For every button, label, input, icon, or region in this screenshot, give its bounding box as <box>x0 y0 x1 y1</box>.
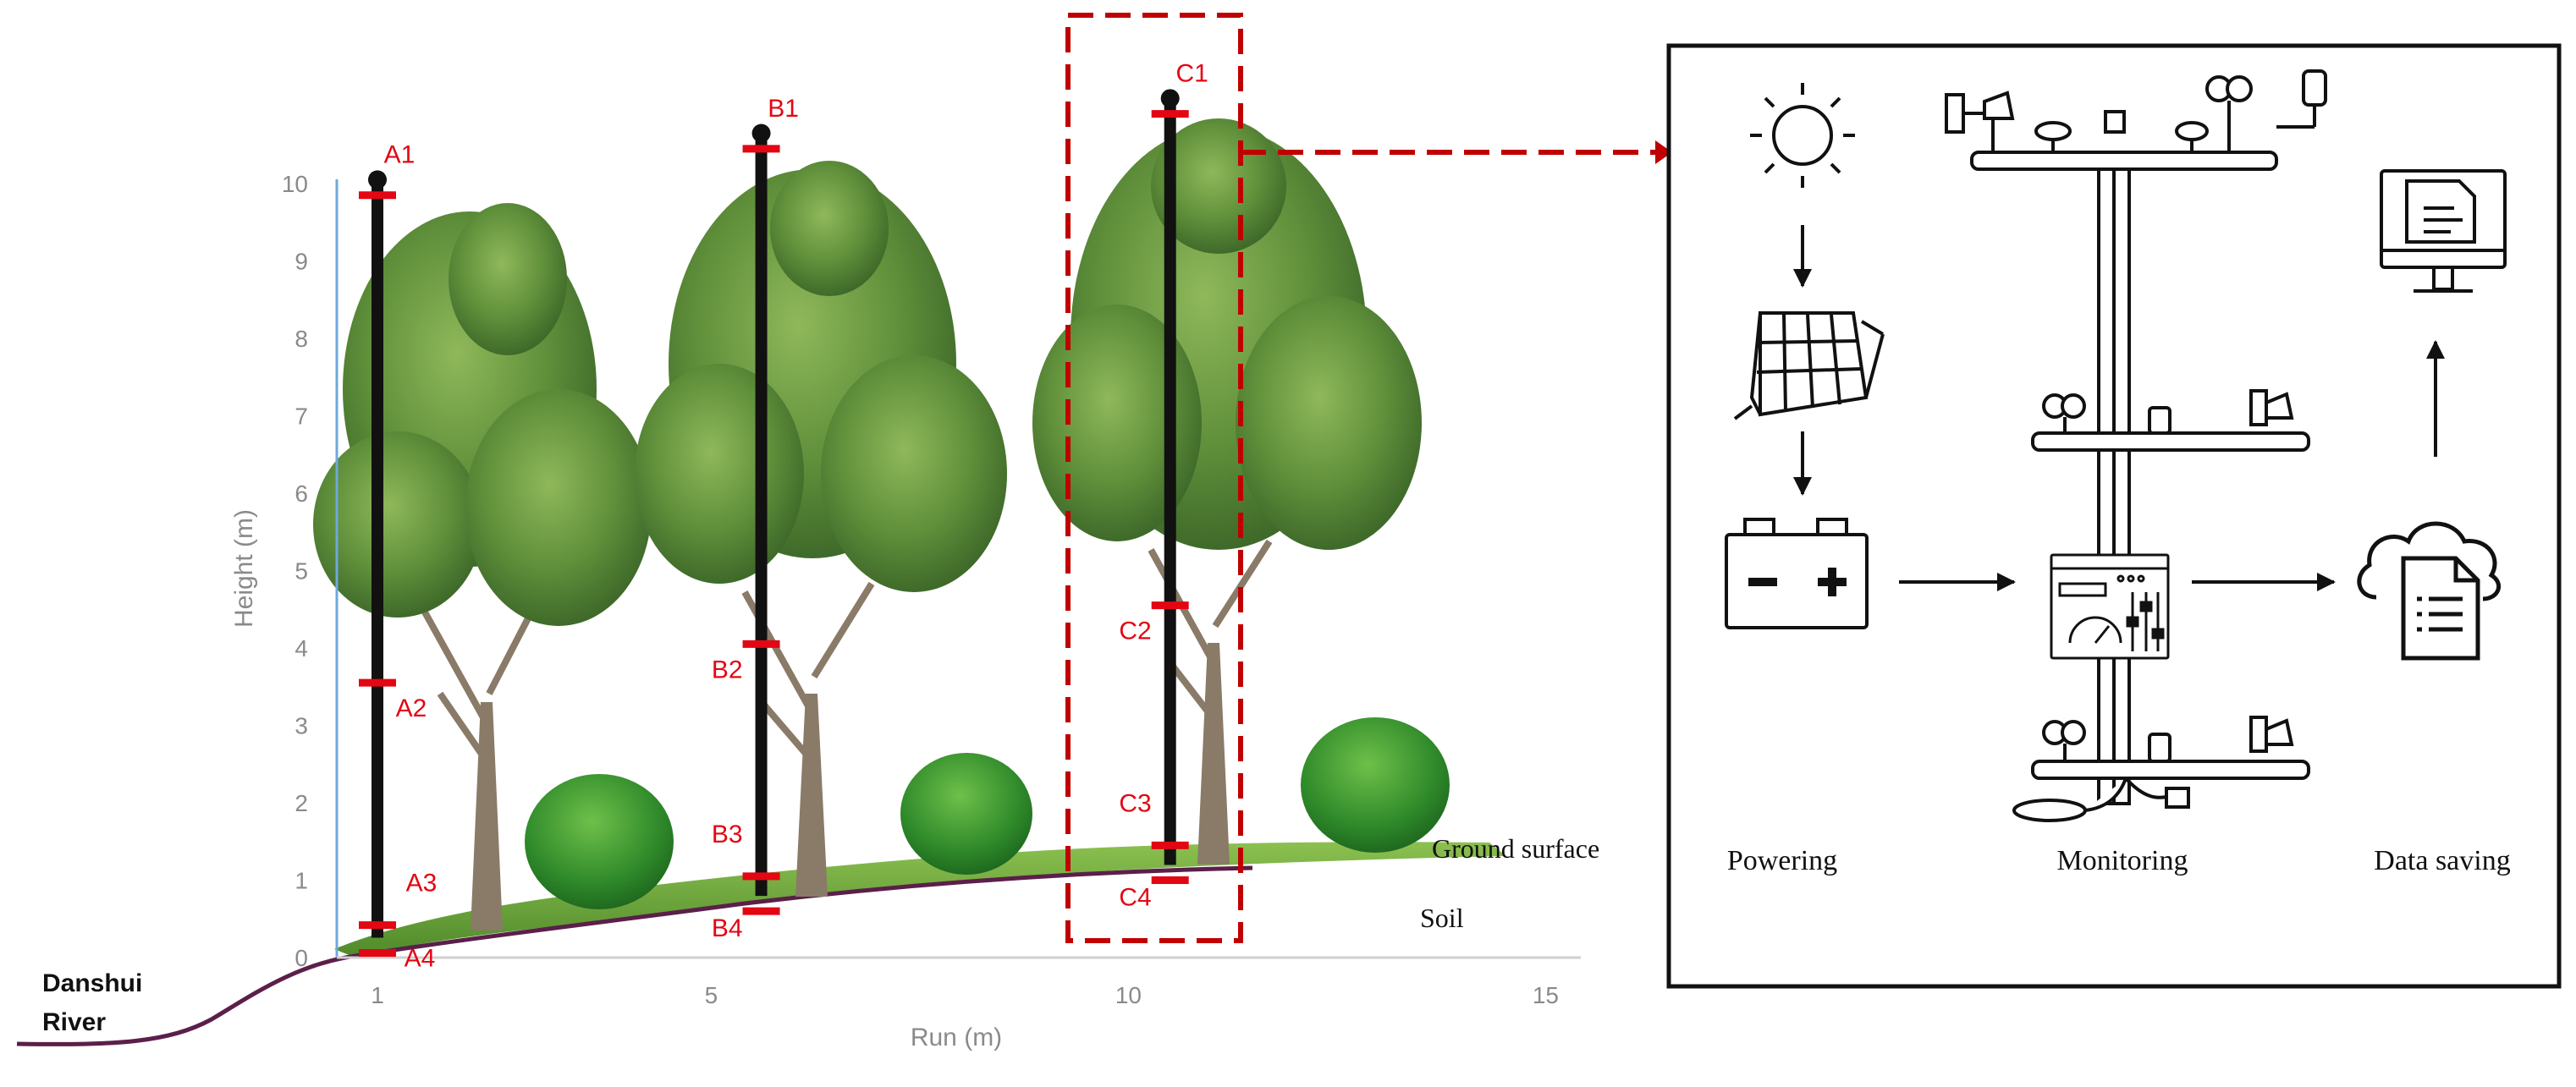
anemometer-icon <box>1945 69 2327 152</box>
y-tick-label: 5 <box>294 558 308 585</box>
sensor-label: B1 <box>768 95 799 123</box>
grass-slope <box>334 842 1506 958</box>
sensor-label: C1 <box>1176 60 1208 88</box>
y-axis-label: Height (m) <box>230 509 258 628</box>
y-tick-label: 1 <box>294 868 308 894</box>
sensor-label: A4 <box>405 945 436 973</box>
monitoring-mast <box>1970 151 2310 805</box>
sensor-label: B2 <box>712 656 743 683</box>
wind-vane-icon <box>2042 389 2294 435</box>
x-tick-label: 15 <box>1533 982 1559 1008</box>
y-tick-label: 4 <box>294 635 308 662</box>
x-tick-label: 1 <box>371 982 384 1008</box>
battery-icon <box>1725 518 1869 629</box>
trees <box>313 118 1422 931</box>
bush <box>1301 717 1450 853</box>
highlight-connector-arrowhead <box>1655 140 1672 164</box>
sensor-label: C3 <box>1119 789 1151 817</box>
y-tick-label: 2 <box>294 790 308 816</box>
x-tick-label: 5 <box>705 982 718 1008</box>
river-label-line1: Danshui <box>42 969 142 997</box>
bush <box>525 774 674 909</box>
sensor-label: B3 <box>712 821 743 848</box>
y-tick-labels: 0 1 2 3 4 5 6 7 8 9 10 <box>282 171 308 971</box>
y-tick-label: 6 <box>294 480 308 507</box>
x-tick-label: 10 <box>1115 982 1142 1008</box>
tower-top-cap <box>1160 89 1180 108</box>
data-saving-label: Data saving <box>2374 845 2510 876</box>
solar-panel-icon <box>1733 311 1885 420</box>
sensor-label: C4 <box>1119 884 1151 912</box>
cloud-document-icon <box>2357 521 2502 661</box>
y-tick-label: 9 <box>294 249 308 275</box>
computer-monitor-icon <box>2380 169 2507 293</box>
tower-top-cap <box>368 170 387 189</box>
bush <box>900 753 1032 875</box>
y-tick-label: 0 <box>294 945 308 971</box>
x-axis-label: Run (m) <box>911 1024 1002 1051</box>
ground-surface-label: Ground surface <box>1432 833 1599 864</box>
powering-label: Powering <box>1727 845 1837 876</box>
data-logger-icon <box>2050 553 2170 660</box>
sensor-label: A2 <box>396 694 427 722</box>
sensor-label: A3 <box>406 870 438 898</box>
y-tick-label: 3 <box>294 713 308 739</box>
y-tick-label: 7 <box>294 404 308 430</box>
tree-a <box>313 203 652 931</box>
bushes <box>525 717 1450 909</box>
tower-top-cap <box>751 124 771 143</box>
monitoring-label: Monitoring <box>2057 845 2188 876</box>
sensor-label: C2 <box>1119 618 1151 645</box>
soil-label: Soil <box>1420 903 1464 933</box>
sun-icon <box>1750 83 1855 188</box>
tree-c <box>1032 118 1422 865</box>
tree-b <box>635 161 1007 897</box>
soil-sensor-icon <box>2012 716 2294 822</box>
y-tick-label: 10 <box>282 171 308 197</box>
sensor-label: A1 <box>384 141 416 169</box>
sensor-label: B4 <box>712 914 743 942</box>
y-tick-label: 8 <box>294 326 308 352</box>
river-label-line2: River <box>42 1008 106 1036</box>
soil-line <box>16 865 1253 1046</box>
tower-c-highlight-box <box>1065 13 1243 943</box>
